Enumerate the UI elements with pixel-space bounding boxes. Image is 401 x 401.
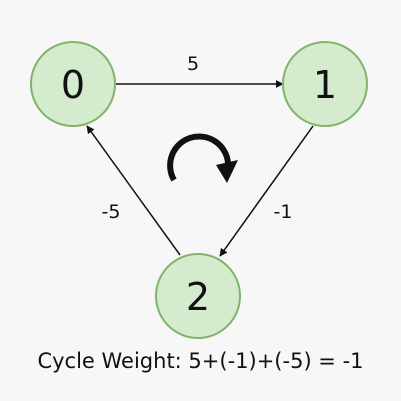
node-1-label: 1 — [313, 63, 337, 107]
edge-2-to-0: -5 — [86, 125, 181, 256]
edge-1-to-2: -1 — [219, 125, 314, 257]
edge-1-2-weight: -1 — [274, 201, 293, 223]
node-0: 0 — [30, 41, 116, 127]
edge-0-to-1: 5 — [116, 53, 284, 88]
clockwise-cycle-arrow-icon — [167, 133, 238, 183]
edge-2-0-weight: -5 — [102, 201, 121, 223]
cycle-weight-caption: Cycle Weight: 5+(-1)+(-5) = -1 — [37, 349, 364, 373]
edge-0-1-weight: 5 — [187, 53, 199, 75]
node-2: 2 — [155, 253, 241, 339]
node-1: 1 — [282, 41, 368, 127]
node-2-label: 2 — [186, 275, 210, 319]
node-0-label: 0 — [61, 63, 85, 107]
